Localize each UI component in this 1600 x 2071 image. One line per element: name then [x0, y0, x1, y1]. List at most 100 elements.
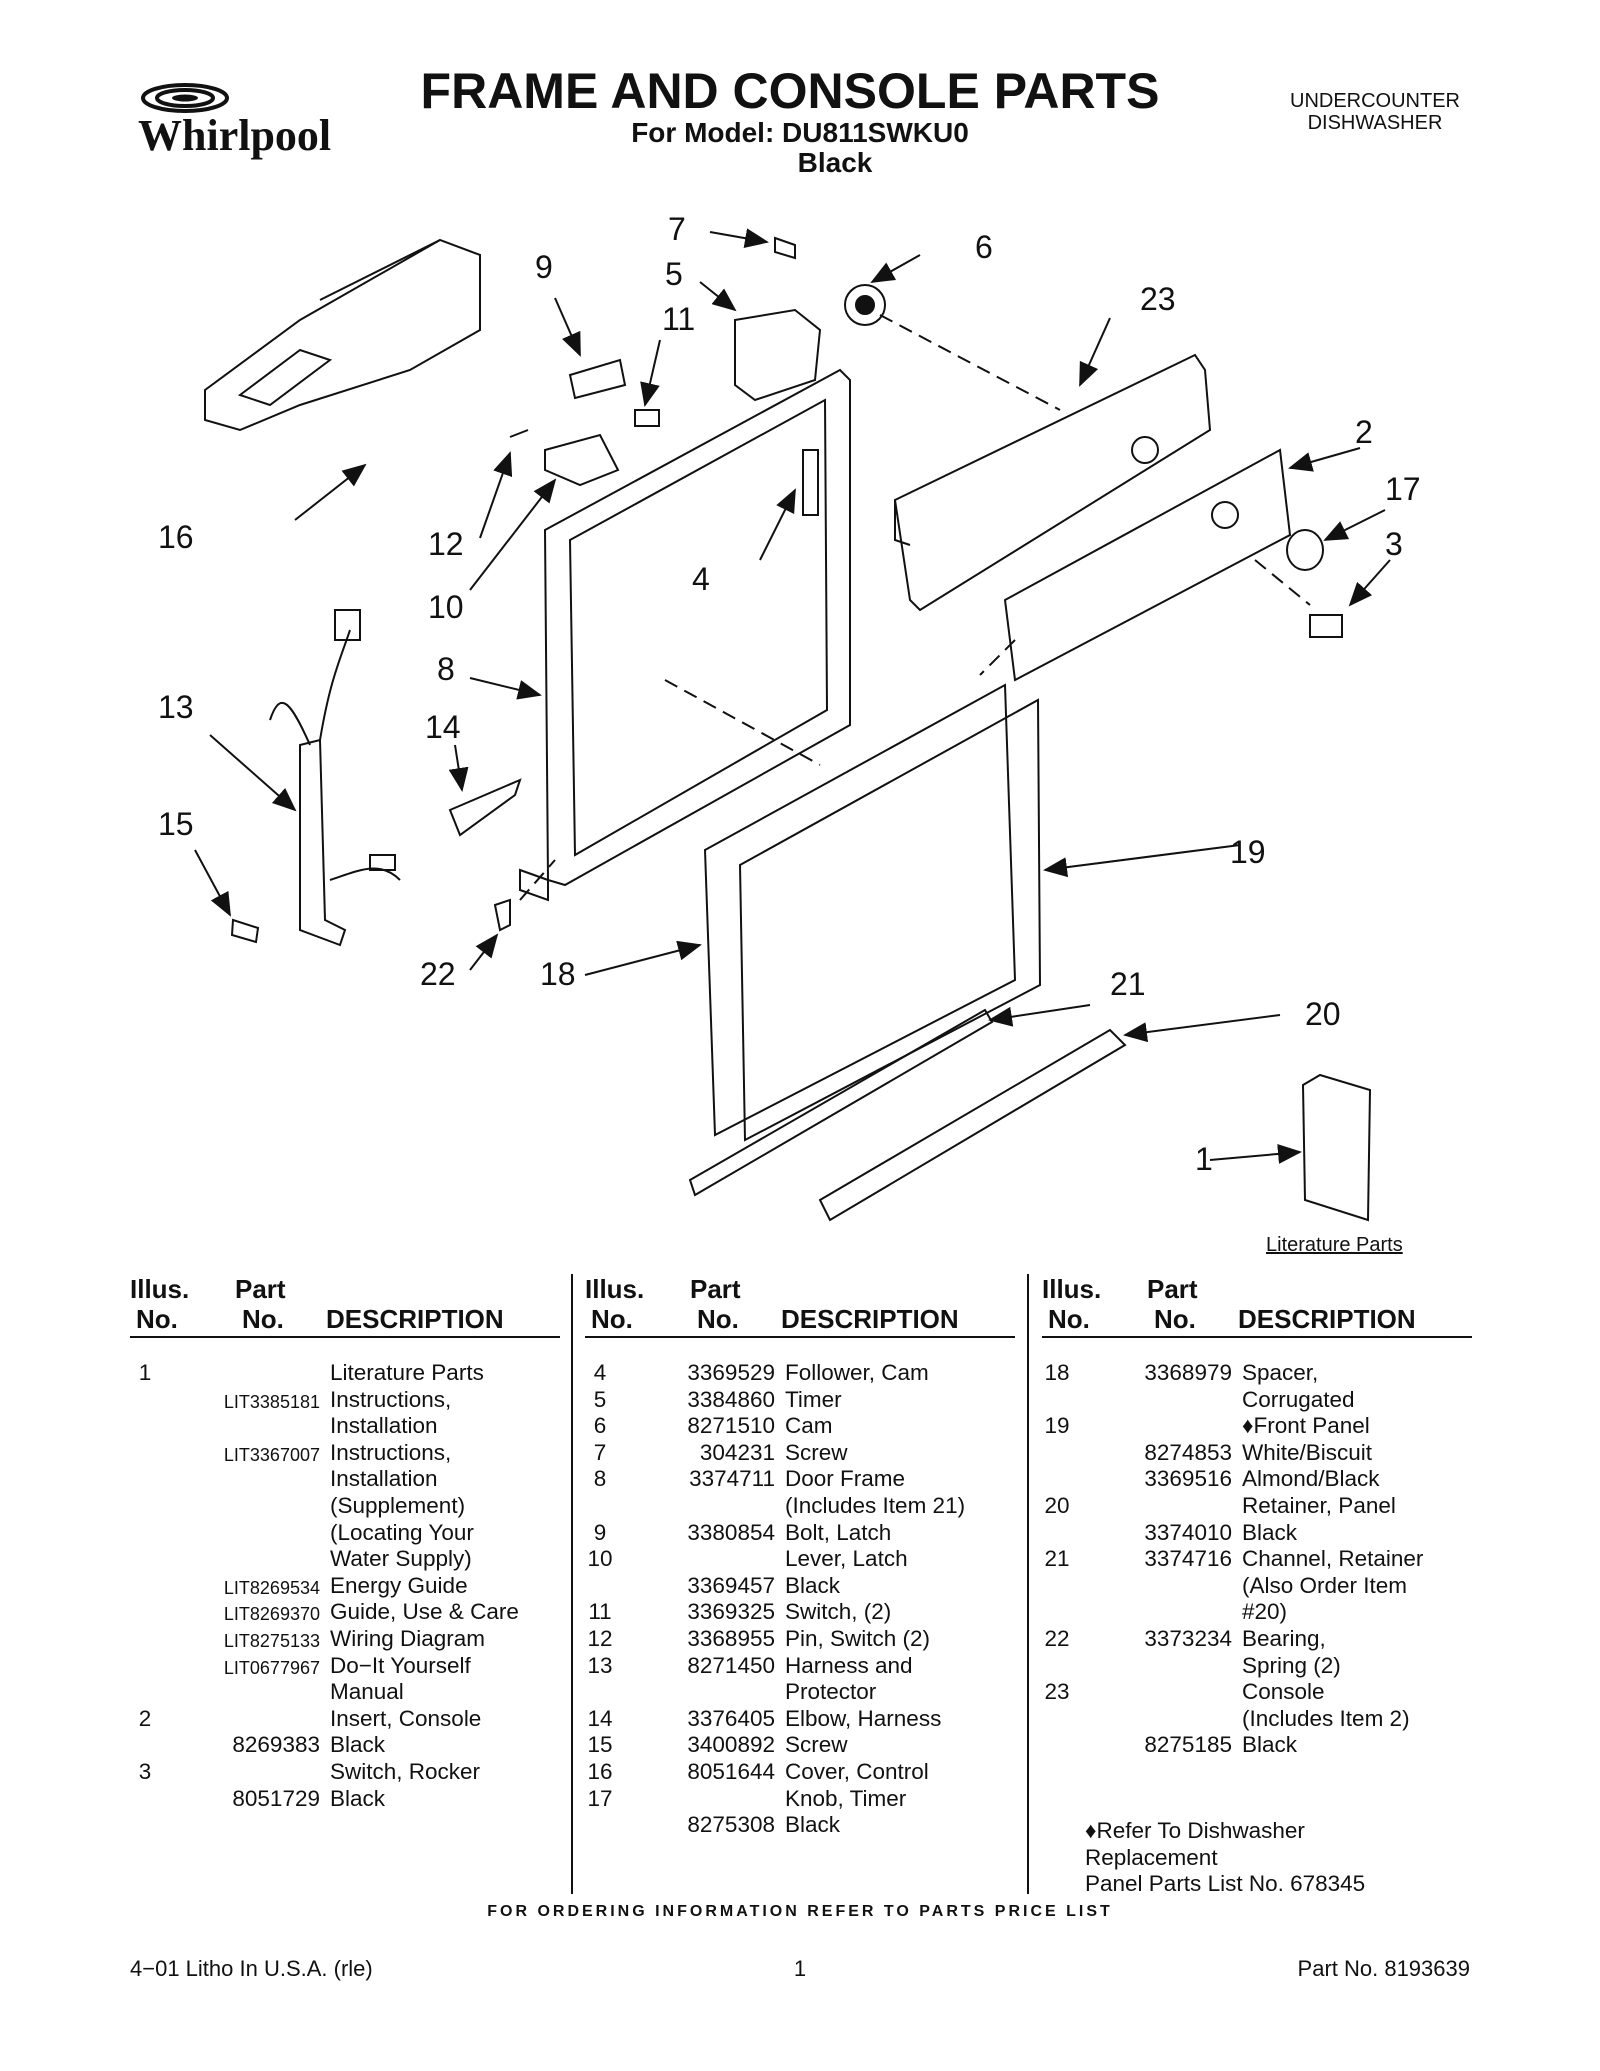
part-description: Harness and — [785, 1652, 913, 1678]
part-number: 3369325 — [687, 1599, 775, 1625]
brand-wordmark: Whirlpool — [138, 111, 331, 160]
literature-parts-label: Literature Parts — [1266, 1234, 1403, 1256]
parts-row: (Also Order Item — [1042, 1573, 1472, 1600]
part-header: No. — [242, 1304, 284, 1334]
part-description: Timer — [785, 1386, 842, 1412]
parts-row: Manual — [130, 1679, 560, 1706]
part-description: Bearing, — [1242, 1625, 1326, 1651]
note-line: Panel Parts List No. 678345 — [1085, 1871, 1366, 1897]
channel-retainer-part — [688, 1008, 994, 1197]
part-description: Bolt, Latch — [785, 1519, 892, 1545]
description-header: DESCRIPTION — [781, 1304, 959, 1334]
illus-number: 14 — [587, 1705, 613, 1731]
note-line: Replacement — [1085, 1844, 1218, 1870]
description-header: DESCRIPTION — [326, 1304, 504, 1334]
callout-number: 7 — [668, 211, 686, 247]
callout-number: 22 — [420, 956, 456, 992]
illus-number: 15 — [587, 1732, 613, 1758]
part-number: 3374010 — [1144, 1519, 1232, 1545]
spring-bearing-part — [493, 898, 511, 932]
latch-lever-part — [544, 433, 620, 487]
parts-row: Water Supply) — [130, 1546, 560, 1573]
illus-number: 3 — [138, 1758, 152, 1784]
part-description: Black — [785, 1572, 841, 1598]
part-description: Cam — [785, 1413, 833, 1439]
callout-number: 2 — [1355, 414, 1373, 450]
cam-part — [844, 284, 886, 326]
part-description: Manual — [330, 1679, 404, 1705]
part-header: Part — [235, 1274, 286, 1304]
callout-number: 21 — [1110, 966, 1146, 1002]
screw-part — [774, 236, 796, 260]
part-description: ♦Front Panel — [1242, 1413, 1370, 1439]
page-number: 1 — [793, 1956, 807, 1981]
panel-retainer-part — [818, 1028, 1127, 1222]
callout-number: 5 — [665, 256, 683, 292]
illus-number: 6 — [593, 1413, 607, 1439]
column-divider — [571, 1274, 573, 1894]
timer-part — [734, 308, 822, 402]
parts-row: #20) — [1042, 1599, 1472, 1626]
callout-number: 8 — [437, 651, 455, 687]
part-description: #20) — [1242, 1599, 1288, 1625]
part-number: 8271450 — [687, 1652, 775, 1678]
parts-row: 19♦Front Panel — [1042, 1413, 1472, 1440]
part-number: 8051644 — [687, 1758, 775, 1784]
illus-number: 2 — [138, 1705, 152, 1731]
part-description: Spacer, — [1242, 1360, 1319, 1385]
parts-row: Installation — [130, 1466, 560, 1493]
console-part — [893, 353, 1212, 612]
harness-screw-part — [230, 918, 260, 944]
callout-number: 12 — [428, 526, 464, 562]
part-description: Follower, Cam — [785, 1360, 929, 1385]
control-cover-part — [204, 238, 481, 432]
part-number: 3374716 — [1144, 1546, 1232, 1572]
part-number: 3368979 — [1144, 1360, 1232, 1385]
note-line: ♦Refer To Dishwasher — [1085, 1818, 1305, 1843]
part-number: 304231 — [699, 1439, 775, 1465]
part-description: Black — [1242, 1732, 1298, 1758]
part-number: 3384860 — [687, 1386, 775, 1412]
callout-number: 17 — [1385, 471, 1421, 507]
callout-number: 16 — [158, 519, 194, 555]
part-description: Console — [1242, 1679, 1325, 1705]
callout-number: 13 — [158, 689, 194, 725]
part-description: Installation — [330, 1413, 438, 1439]
part-description: Insert, Console — [330, 1705, 482, 1731]
part-number: LIT8269534 — [223, 1577, 320, 1598]
part-number: 3369516 — [1144, 1466, 1232, 1492]
part-number: 3380854 — [687, 1519, 775, 1545]
timer-knob-part — [1286, 529, 1324, 571]
part-description: Guide, Use & Care — [330, 1599, 519, 1625]
part-description: (Includes Item 2) — [1242, 1705, 1410, 1731]
part-description: (Locating Your — [330, 1519, 474, 1545]
part-description: Pin, Switch (2) — [785, 1625, 931, 1651]
illus-number: 12 — [587, 1625, 613, 1651]
harness-part — [269, 609, 401, 947]
callout-number: 11 — [662, 301, 695, 337]
callout-number: 19 — [1230, 834, 1266, 870]
footer-part-number: Part No. 8193639 — [1297, 1956, 1470, 1981]
part-description: Installation — [330, 1466, 438, 1492]
part-description: Corrugated — [1242, 1386, 1355, 1412]
part-description: Protector — [785, 1679, 877, 1705]
part-description: Black — [785, 1812, 841, 1838]
illus-number: 8 — [593, 1466, 607, 1492]
door-frame-part — [519, 368, 851, 902]
front-panel-part — [738, 698, 1042, 1142]
